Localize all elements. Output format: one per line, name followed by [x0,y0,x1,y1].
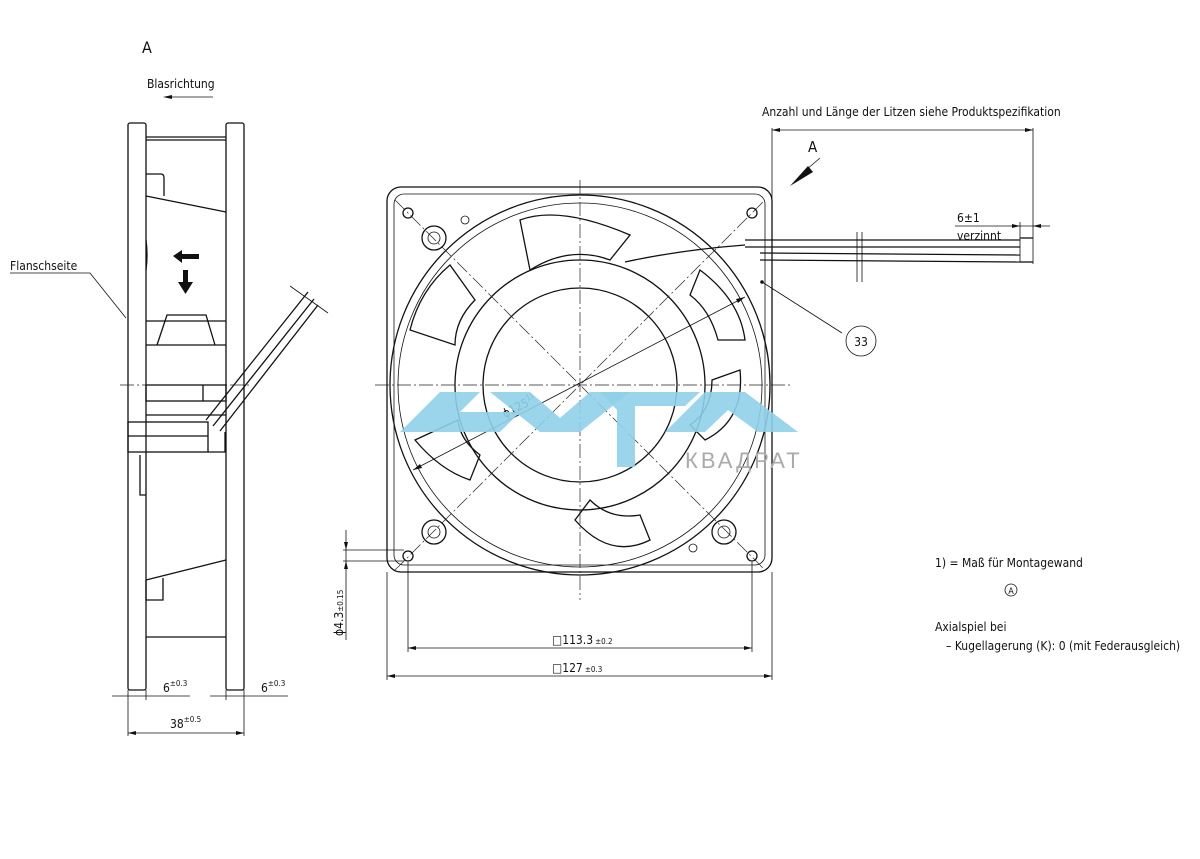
callout-bubble [845,325,877,357]
venturi-ring [389,194,771,576]
dim-flange-left: 6 [163,681,170,695]
fan-blades [409,214,746,548]
watermark-logo: КВАДРАТ [400,392,803,473]
dim-hole: ϕ4.3 [332,612,346,636]
view-direction-arrow-icon [790,157,821,186]
side-dimensions: 6±0.3 6±0.3 38±0.5 [112,679,288,736]
dim-depth-tol: ±0.5 [184,715,201,724]
airflow-arrow-icon [163,95,213,99]
callout-number: 33 [854,335,868,349]
lead-wires [624,222,1034,282]
dim-flange-left-tol: ±0.3 [170,679,187,688]
mounting-holes [402,207,758,562]
notes: 1) = Maß für Montagewand A Axialspiel be… [935,556,1180,653]
dim-hole-spacing-tol: ±0.2 [595,637,612,646]
dim-outer: □127 [552,661,583,675]
dim-hole-spacing: □113.3 [552,633,593,647]
strip-note: verzinnt [957,229,1001,243]
strip-dimension: 6±1 [957,211,980,225]
rotation-arrow-left-icon [173,250,199,263]
airflow-label: Blasrichtung [147,77,215,91]
dim-depth: 38 [170,717,184,731]
cable [205,285,329,432]
watermark-sub: КВАДРАТ [685,448,803,473]
view-arrow-label: A [808,138,818,156]
axial-title: Axialspiel bei [935,620,1006,634]
svg-text:ϕ4.3±0.15: ϕ4.3±0.15 [332,590,346,636]
view-label-a: A [142,38,152,57]
rotation-arrow-down-icon [178,270,193,294]
svg-text:□127±0.3: □127±0.3 [552,661,602,675]
side-view: A Blasrichtung [10,38,329,736]
dim-outer-tol: ±0.3 [585,665,602,674]
flange-plate-right [225,122,245,691]
circled-label: A [1008,587,1014,597]
dim-flange-right: 6 [261,681,268,695]
hub [482,287,678,483]
dim-hole-tol: ±0.15 [336,590,345,612]
footnote: 1) = Maß für Montagewand [935,556,1083,570]
svg-text:6±0.3: 6±0.3 [163,679,187,695]
fan-frame [386,186,773,573]
flange-label: Flanschseite [10,259,78,273]
lead-length-note: Anzahl und Länge der Litzen siehe Produk… [762,105,1061,119]
axial-item: – Kugellagerung (K): 0 (mit Federausglei… [946,639,1180,653]
dim-flange-right-tol: ±0.3 [268,679,285,688]
svg-text:6±0.3: 6±0.3 [261,679,285,695]
svg-text:38±0.5: 38±0.5 [170,715,201,731]
flange-plate-left [127,122,147,691]
svg-text:□113.3±0.2: □113.3±0.2 [552,633,613,647]
